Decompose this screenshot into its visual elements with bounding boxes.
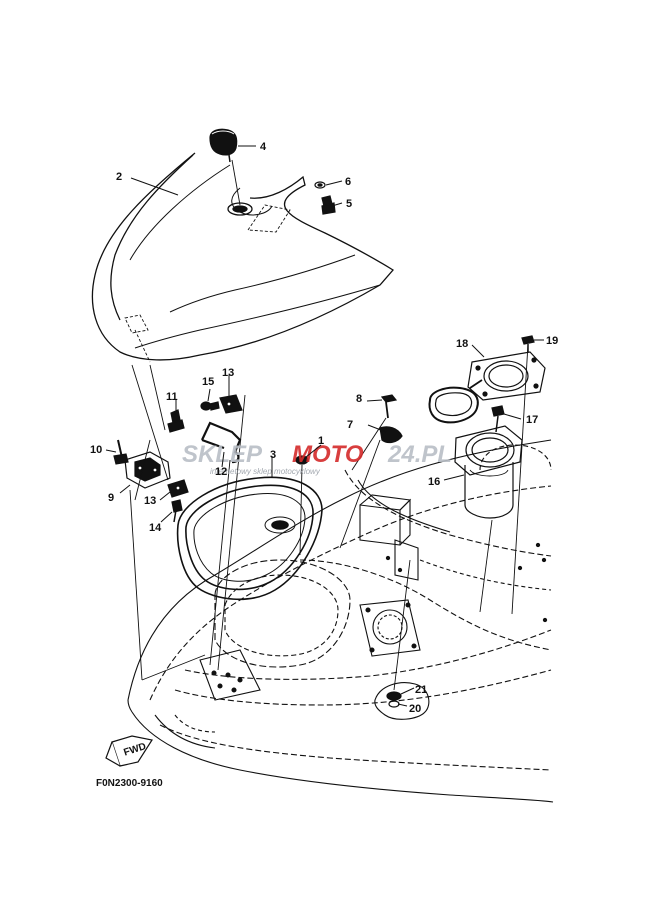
callout-12: 12 (215, 466, 227, 478)
watermark-tagline: internetowy sklep motocyklowy (210, 467, 321, 476)
deck-hull (127, 439, 554, 803)
callout-2: 2 (116, 171, 122, 183)
callout-1: 1 (318, 435, 324, 447)
callout-3: 3 (270, 449, 276, 461)
callout-7: 7 (347, 419, 353, 431)
plug (295, 455, 309, 556)
latch-hook (339, 394, 403, 549)
callout-13-lower: 13 (144, 495, 156, 507)
reference-code: F0N2300-9160 (96, 778, 163, 789)
callout-19: 19 (546, 335, 558, 347)
drain-plug (386, 559, 411, 708)
storage-gasket (176, 476, 323, 601)
hinge-assembly (113, 364, 246, 681)
seat-cover (91, 152, 394, 363)
latch-knob (209, 128, 336, 215)
callout-18: 18 (456, 338, 468, 350)
callout-6: 6 (345, 176, 351, 188)
callout-4: 4 (260, 141, 267, 153)
callout-10: 10 (90, 444, 102, 456)
watermark-part-b: MOTO (292, 441, 364, 468)
callout-5: 5 (346, 198, 352, 210)
fwd-arrow-icon: FWD (105, 735, 153, 767)
callout-leaders (105, 145, 544, 707)
callout-9: 9 (108, 492, 114, 504)
callout-8: 8 (356, 393, 362, 405)
callout-21: 21 (415, 684, 427, 696)
callout-14: 14 (149, 522, 162, 534)
storage-cup (428, 335, 546, 615)
callout-numbers: 1 2 3 4 5 6 7 8 9 10 11 12 13 13 14 15 1… (90, 141, 558, 715)
callout-20: 20 (409, 703, 421, 715)
callout-16: 16 (428, 476, 440, 488)
watermark-part-c: 24.PL (387, 441, 452, 468)
callout-15: 15 (202, 376, 214, 388)
callout-17: 17 (526, 414, 538, 426)
callout-11: 11 (166, 391, 178, 403)
watermark: SKLEP MOTO 24.PL internetowy sklep motoc… (182, 441, 452, 476)
callout-13-upper: 13 (222, 367, 234, 379)
